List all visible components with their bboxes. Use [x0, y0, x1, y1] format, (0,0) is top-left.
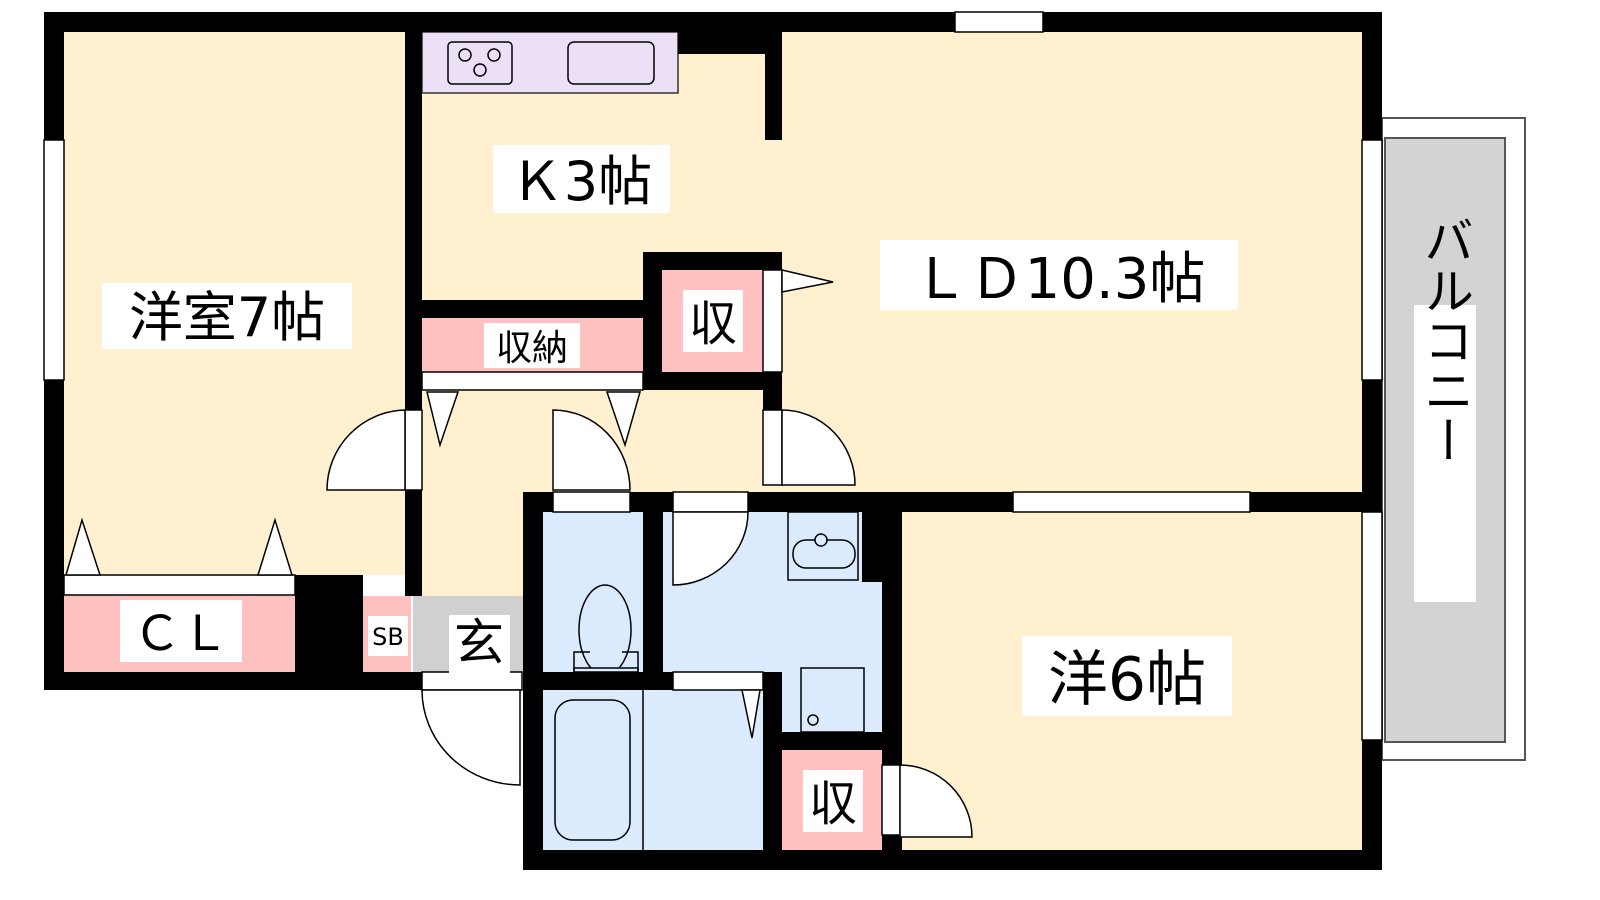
closet-label: ＣＬ [133, 606, 229, 662]
balcony-label: バルコニー [1416, 215, 1474, 465]
doors [65, 269, 973, 838]
ld-label: ＬＤ10.3帖 [913, 247, 1206, 312]
bathtub-icon [554, 699, 631, 841]
ld-storage-label: 収 [689, 296, 737, 352]
sink-icon [567, 41, 655, 85]
storage-6-label: 収 [809, 776, 857, 832]
western-room-6-label: 洋6帖 [1048, 645, 1206, 715]
windows [43, 11, 1383, 836]
kitchen-label: Ｋ3帖 [510, 150, 652, 213]
western-room-7-label: 洋室7帖 [129, 286, 325, 349]
toilet-room [543, 512, 643, 672]
bathroom [543, 690, 763, 850]
kitchen-counter [421, 31, 679, 94]
hall-storage-label: 収納 [496, 328, 568, 369]
shoebox-label: SB [372, 623, 404, 651]
stove-icon [447, 41, 513, 85]
entrance-label: 玄 [454, 614, 504, 672]
balcony: バルコニー [1381, 117, 1526, 761]
